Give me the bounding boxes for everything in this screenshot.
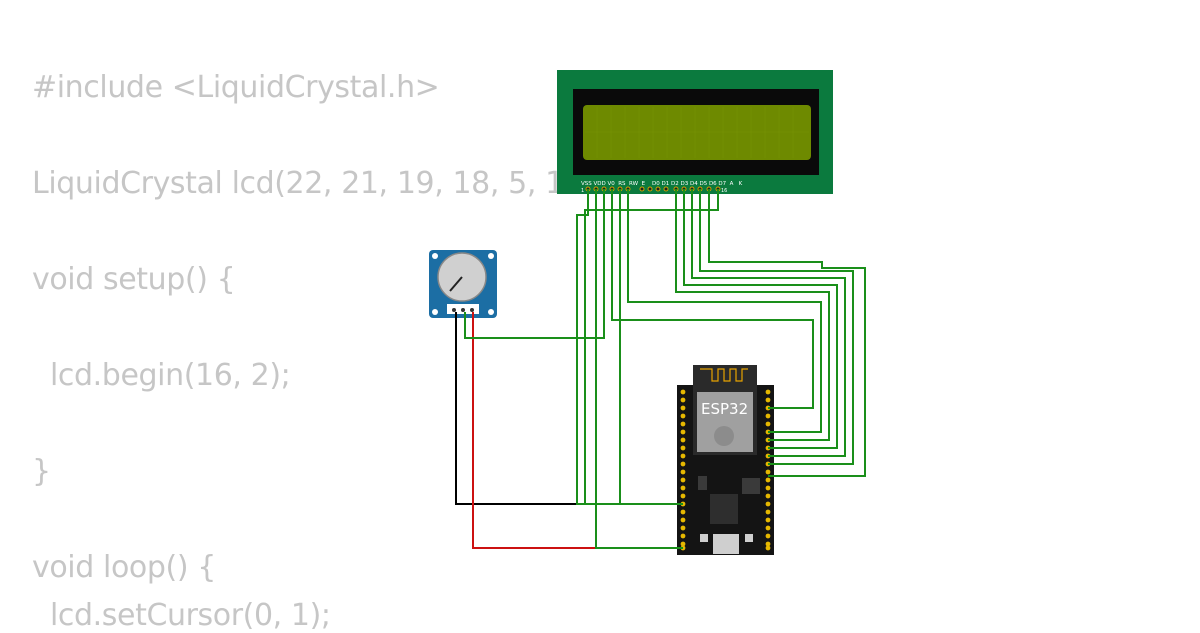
code-line-lcd-declaration: LiquidCrystal lcd(22, 21, 19, 18, 5, 1	[32, 166, 564, 201]
pot-pin-gnd	[452, 308, 456, 312]
wire-lcd-vdd[interactable]	[595, 189, 683, 549]
mounting-hole	[488, 309, 494, 315]
lcd-module[interactable]: VSS VDD V0 RS RW E D0 D1 D2 D3 D4 D5 D6 …	[557, 70, 833, 194]
lcd-pin-last-number: 16	[721, 188, 727, 194]
smd-component	[698, 476, 707, 490]
potentiometer[interactable]	[429, 250, 497, 318]
lcd-pin-labels: VSS VDD V0 RS RW E D0 D1 D2 D3 D4 D5 D6 …	[581, 181, 743, 187]
wire-lcd-a[interactable]	[708, 189, 866, 477]
regulator	[742, 478, 760, 494]
wire-gnd[interactable]	[455, 312, 683, 505]
code-line-lcd-begin: lcd.begin(16, 2);	[50, 358, 291, 393]
pot-pin-sig	[461, 308, 465, 312]
usb-port[interactable]	[713, 534, 739, 554]
esp32-label: ESP32	[701, 400, 748, 418]
mounting-hole	[432, 253, 438, 259]
en-button[interactable]	[745, 534, 753, 542]
wire-v0[interactable]	[464, 189, 605, 339]
wire-lcd-d5[interactable]	[683, 189, 838, 449]
wire-lcd-vss[interactable]	[576, 189, 683, 505]
pot-pin-vcc	[470, 308, 474, 312]
wire-lcd-k[interactable]	[584, 189, 719, 504]
mounting-hole	[488, 253, 494, 259]
espressif-logo-icon	[714, 426, 734, 446]
knob-indicator	[449, 276, 463, 292]
lcd-pin-first-number: 1	[581, 188, 584, 194]
boot-button[interactable]	[700, 534, 708, 542]
code-line-set-cursor: lcd.setCursor(0, 1);	[50, 598, 331, 633]
wire-lcd-rs[interactable]	[611, 189, 814, 409]
code-line-include: #include <LiquidCrystal.h>	[32, 70, 440, 105]
wires	[455, 189, 866, 549]
esp32-chip	[710, 494, 738, 524]
esp32-board[interactable]: ESP32	[677, 365, 774, 555]
lcd-char-grid	[585, 107, 809, 158]
wire-lcd-d6[interactable]	[691, 189, 846, 457]
esp32-pin-header-left	[680, 389, 686, 551]
wire-lcd-d7[interactable]	[699, 189, 854, 465]
antenna-trace	[700, 368, 748, 382]
code-line-loop: void loop() {	[32, 550, 216, 585]
mounting-hole	[432, 309, 438, 315]
lcd-screen	[583, 105, 811, 160]
code-line-setup: void setup() {	[32, 262, 236, 297]
wire-lcd-d4[interactable]	[675, 189, 830, 441]
code-line-close-brace: }	[32, 454, 51, 489]
wire-lcd-e[interactable]	[627, 189, 822, 433]
